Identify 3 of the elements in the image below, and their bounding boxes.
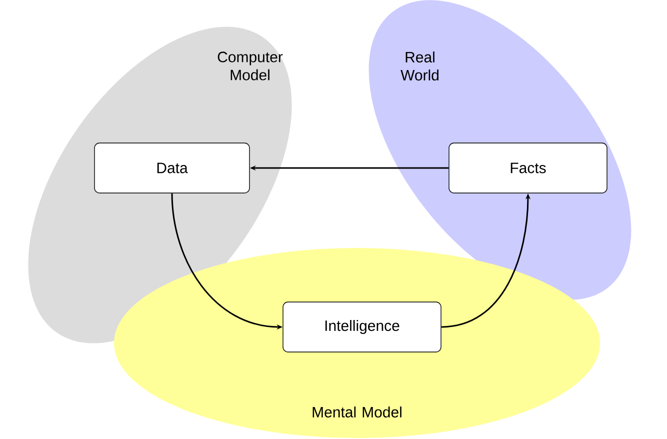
process-box: Intelligence <box>282 302 442 352</box>
process-box: Data <box>94 142 250 194</box>
process-box: Facts <box>448 142 608 194</box>
